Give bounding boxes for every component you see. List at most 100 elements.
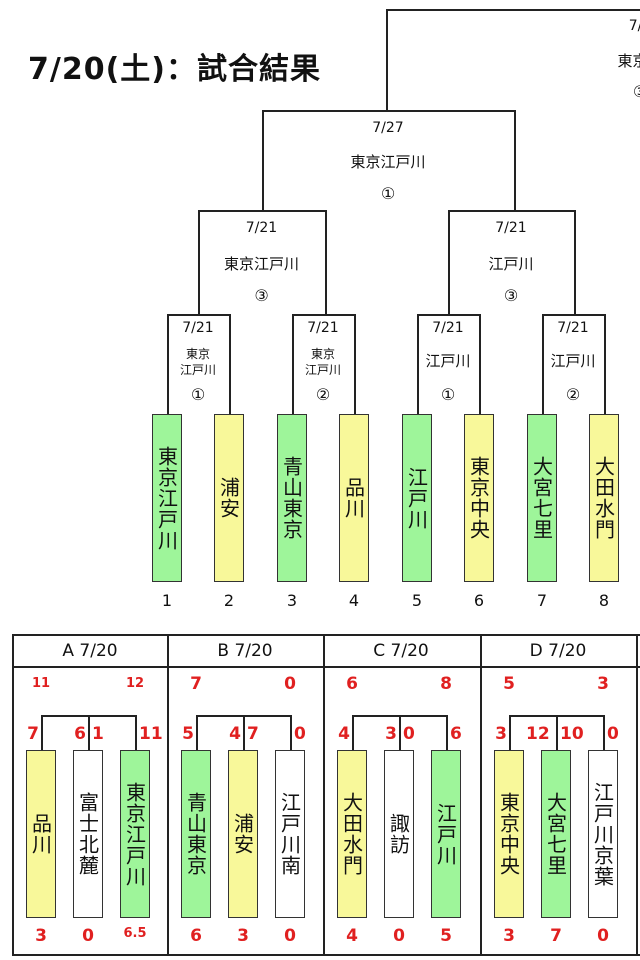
bracket-line: [604, 314, 606, 414]
bracket-line: [262, 110, 516, 112]
side-score: 6: [450, 724, 462, 744]
group-result-score: 11: [31, 676, 51, 691]
side-score: 7: [27, 724, 39, 744]
team-score: 0: [284, 926, 296, 946]
bracket-line: [636, 634, 638, 956]
final-date: 7/27: [372, 120, 404, 136]
team-score: 5: [440, 926, 452, 946]
seed-number: 8: [598, 591, 610, 610]
group-team-box: 江戸川京葉: [588, 750, 618, 918]
side-score: 1: [92, 724, 104, 744]
side-score: 6: [74, 724, 86, 744]
bracket-line: [323, 634, 325, 956]
semi-date: 7/21: [245, 220, 278, 236]
match-date: 7/2: [628, 18, 640, 34]
bracket-line: [417, 314, 419, 414]
seed-number: 3: [286, 591, 298, 610]
side-score: 4: [229, 724, 241, 744]
bracket-line: [325, 210, 327, 314]
side-score: 0: [403, 724, 415, 744]
group-team-box: 富士北麓: [73, 750, 103, 918]
bracket-line: [167, 314, 169, 414]
bracket-line: [542, 314, 606, 316]
seed-number: 6: [473, 591, 485, 610]
group-team-box: 大宮七里: [541, 750, 571, 918]
group-header: D 7/20: [529, 641, 587, 661]
side-score: 11: [139, 724, 163, 744]
bracket-line: [12, 666, 640, 668]
team-score: 4: [346, 926, 358, 946]
bracket-line: [386, 9, 388, 110]
bracket-line: [243, 715, 245, 751]
bracket-line: [41, 715, 43, 751]
bracket-line: [135, 715, 137, 751]
team-score: 6.5: [123, 926, 147, 941]
bracket-line: [12, 634, 640, 636]
group-result-score: 7: [190, 674, 202, 694]
quarter-number: ②: [315, 385, 331, 404]
bracket-line: [446, 715, 448, 751]
bracket-line: [354, 314, 356, 414]
semi-winner: 江戸川: [488, 255, 534, 273]
bracket-line: [448, 210, 450, 314]
seed-number: 4: [348, 591, 360, 610]
group-team-box: 青山東京: [181, 750, 211, 918]
quarter-number: ①: [440, 385, 456, 404]
bracket-line: [352, 715, 354, 751]
side-score: 10: [560, 724, 584, 744]
group-result-score: 0: [284, 674, 296, 694]
quarter-winner: 江戸川: [425, 352, 471, 370]
group-team-box: 東京江戸川: [120, 750, 150, 918]
quarter-number: ②: [565, 385, 581, 404]
side-score: 0: [607, 724, 619, 744]
side-score: 3: [495, 724, 507, 744]
bracket-line: [448, 210, 576, 212]
quarter-number: ①: [190, 385, 206, 404]
team-box: 大宮七里: [527, 414, 557, 582]
page-title: 7/20(土)：試合結果: [28, 52, 322, 87]
group-header: A 7/20: [62, 641, 118, 661]
team-score: 0: [393, 926, 405, 946]
semi-date: 7/21: [495, 220, 527, 236]
bracket-line: [542, 314, 544, 414]
group-team-box: 大田水門: [337, 750, 367, 918]
bracket-line: [480, 634, 482, 956]
semi-number: ③: [254, 286, 269, 305]
semi-winner: 東京江戸川: [223, 255, 299, 273]
group-team-box: 東京中央: [494, 750, 524, 918]
bracket-line: [88, 715, 90, 751]
bracket-line: [12, 634, 14, 956]
team-box: 浦安: [214, 414, 244, 582]
group-team-box: 品川: [26, 750, 56, 918]
bracket-line: [198, 210, 327, 212]
team-box: 東京江戸川: [152, 414, 182, 582]
quarter-winner: 東京 江戸川: [179, 347, 216, 377]
bracket-line: [262, 110, 264, 210]
team-score: 0: [597, 926, 609, 946]
group-result-score: 3: [597, 674, 609, 694]
quarter-date: 7/21: [557, 320, 589, 336]
seed-number: 7: [536, 591, 548, 610]
match-number: ③: [632, 82, 640, 101]
match-winner: 東京江: [617, 52, 640, 70]
team-score: 6: [190, 926, 202, 946]
team-box: 品川: [339, 414, 369, 582]
seed-number: 5: [411, 591, 423, 610]
bracket-line: [292, 314, 294, 414]
side-score: 4: [338, 724, 350, 744]
team-box: 江戸川: [402, 414, 432, 582]
final-winner: 東京江戸川: [350, 153, 426, 171]
group-header: C 7/20: [373, 641, 429, 661]
bracket-line: [167, 634, 169, 956]
team-score: 7: [550, 926, 562, 946]
group-team-box: 諏訪: [384, 750, 414, 918]
group-team-box: 江戸川: [431, 750, 461, 918]
bracket-line: [556, 715, 558, 751]
team-box: 青山東京: [277, 414, 307, 582]
side-score: 5: [182, 724, 194, 744]
bracket-line: [229, 314, 231, 414]
bracket-line: [386, 9, 640, 11]
bracket-line: [167, 314, 231, 316]
bracket-line: [196, 715, 198, 751]
bracket-line: [603, 715, 605, 751]
